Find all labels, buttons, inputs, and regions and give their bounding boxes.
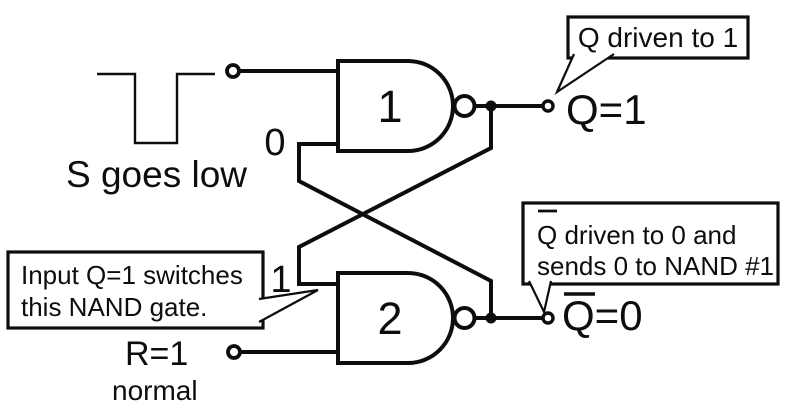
qbar-output-label-group: Q=0 <box>562 292 643 339</box>
callout-qbar-driven-to-0: Q driven to 0 and sends 0 to NAND #1 <box>521 201 780 316</box>
callout-input-pointer <box>258 288 319 323</box>
feedback-wire-q-to-gate2 <box>297 107 493 286</box>
r-input-label: R=1 <box>125 335 188 373</box>
nand-gate-2-number: 2 <box>377 293 402 344</box>
q-junction-dot <box>485 100 497 112</box>
q-output-label: Q=1 <box>566 86 647 133</box>
callout-qbar-line2: sends 0 to NAND #1 <box>537 251 774 281</box>
q-output-terminal <box>541 99 555 113</box>
qbar-output-terminal <box>541 311 555 325</box>
nand-gate-1-inverter-bubble <box>452 94 477 118</box>
nand-gate-2: 2 <box>336 271 477 365</box>
callout-gate2-input: Input Q=1 switches this NAND gate. <box>6 250 319 330</box>
r-input-terminal <box>226 344 242 360</box>
signal-0-label: 0 <box>264 122 285 164</box>
s-pulse-waveform <box>97 72 215 145</box>
callout-q-pointer <box>554 53 615 96</box>
s-input-label: S goes low <box>66 154 247 195</box>
feedback-wire-qbar-to-gate1 <box>297 142 493 317</box>
callout-q-text: Q driven to 1 <box>578 22 738 53</box>
qbar-junction-dot <box>485 312 497 324</box>
r-input-note: normal <box>112 375 198 406</box>
callout-q-driven-to-1: Q driven to 1 <box>554 15 750 96</box>
callout-input-line1: Input Q=1 switches <box>21 260 243 290</box>
qbar-output-label: Q=0 <box>562 292 643 339</box>
callout-input-box <box>6 250 265 330</box>
nand-gate-1-number: 1 <box>377 81 402 132</box>
callout-qbar-pointer <box>528 280 553 316</box>
callout-qbar-line1: Q driven to 0 and <box>537 220 736 250</box>
nand-gate-1: 1 <box>336 59 477 153</box>
callout-q-box <box>566 15 750 60</box>
callout-input-line2: this NAND gate. <box>21 292 207 322</box>
signal-1-label: 1 <box>270 259 291 301</box>
callout-qbar-box <box>521 201 780 286</box>
s-input-terminal <box>225 63 241 79</box>
nand-gate-2-inverter-bubble <box>452 306 477 330</box>
